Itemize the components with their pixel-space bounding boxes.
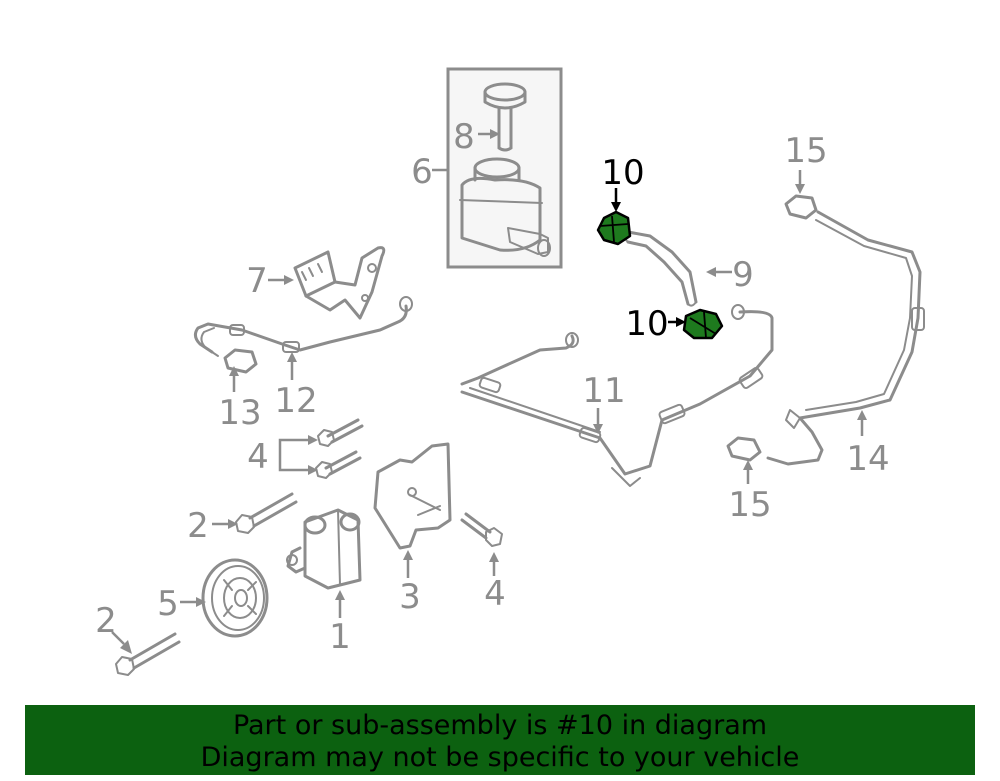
- callout-labels: 1 2 2 3 4 4 5 6 7 8 9 10 10 11 12 13 14 …: [95, 117, 889, 657]
- callout-1: 1: [329, 617, 351, 657]
- callout-12: 12: [274, 381, 317, 421]
- reservoir-assembly: [446, 67, 563, 269]
- bolts-4: [315, 418, 364, 479]
- callout-15-upper: 15: [784, 131, 827, 171]
- power-steering-pump: [286, 508, 362, 590]
- callout-14: 14: [846, 439, 889, 479]
- return-hose: [624, 230, 698, 307]
- return-line: [460, 304, 774, 487]
- banner-line-1: Part or sub-assembly is #10 in diagram: [232, 710, 768, 741]
- clip-13: [223, 348, 258, 374]
- bolt-4-right: [460, 512, 503, 547]
- callout-4-left: 4: [247, 437, 269, 477]
- callout-7: 7: [246, 261, 268, 301]
- pressure-line: [193, 296, 413, 357]
- shield-bracket: [373, 442, 452, 550]
- clamp-10-lower[interactable]: [682, 308, 724, 340]
- callout-5: 5: [157, 584, 179, 624]
- clip-15-upper: [784, 194, 818, 220]
- info-banner: Part or sub-assembly is #10 in diagram D…: [25, 705, 975, 775]
- callout-11: 11: [582, 371, 625, 411]
- callout-6: 6: [411, 152, 433, 192]
- callout-15-lower: 15: [728, 485, 771, 525]
- callout-4-right: 4: [484, 574, 506, 614]
- bolt-2-lower: [115, 632, 181, 676]
- callout-2-upper: 2: [187, 506, 209, 546]
- cooler-line: [766, 210, 925, 466]
- callout-2-lower: 2: [95, 601, 117, 641]
- clamp-10-upper[interactable]: [596, 210, 632, 246]
- callout-13: 13: [218, 393, 261, 433]
- callout-8: 8: [453, 117, 475, 157]
- banner-line-2: Diagram may not be specific to your vehi…: [200, 742, 800, 773]
- pulley: [201, 558, 269, 638]
- callout-3: 3: [399, 577, 421, 617]
- callout-9: 9: [732, 255, 754, 295]
- bracket: [293, 246, 386, 320]
- callout-10-upper: 10: [601, 153, 644, 193]
- clip-15-lower: [726, 436, 762, 462]
- bolt-2-upper: [235, 492, 298, 534]
- callout-leaders: [111, 129, 867, 654]
- callout-10-lower: 10: [625, 304, 668, 344]
